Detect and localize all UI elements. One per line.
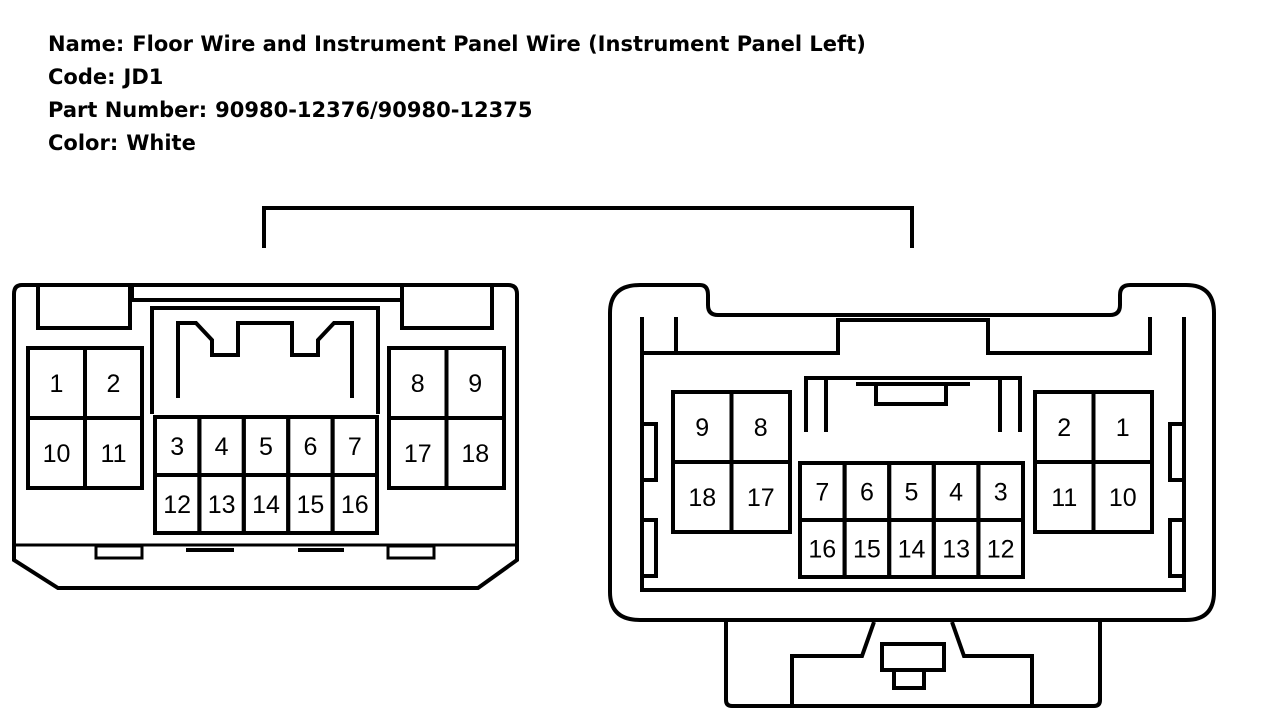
left-foot-2 xyxy=(386,544,436,560)
code-value: JD1 xyxy=(123,65,164,89)
connector-info: Name: Floor Wire and Instrument Panel Wir… xyxy=(48,28,866,160)
pin-number: 8 xyxy=(754,414,768,442)
pin-number: 8 xyxy=(411,370,425,398)
pin-number: 11 xyxy=(1051,484,1077,512)
pin-number: 15 xyxy=(853,536,881,564)
right-shroud-lock xyxy=(790,621,1034,706)
pin-number: 18 xyxy=(688,484,716,512)
pin-number: 17 xyxy=(747,484,775,512)
pin-number: 13 xyxy=(942,536,970,564)
pin-number: 16 xyxy=(341,491,369,519)
right-center-latch xyxy=(804,376,1022,432)
pin-number: 16 xyxy=(808,536,836,564)
part-number-row: Part Number: 90980-12376/90980-12375 xyxy=(48,94,866,127)
connector-left xyxy=(12,283,519,590)
pin-number: 12 xyxy=(163,491,191,519)
right-shroud-tab-inner xyxy=(892,668,926,690)
pin-number: 10 xyxy=(1109,484,1137,512)
pin-number: 2 xyxy=(1057,414,1071,442)
pin-number: 7 xyxy=(348,433,362,461)
left-center-latch xyxy=(150,306,380,414)
pin-number: 4 xyxy=(215,433,229,461)
left-housing-outline xyxy=(12,283,519,590)
pin-number: 14 xyxy=(898,536,926,564)
pin-number: 3 xyxy=(170,433,184,461)
right-side-notch-1 xyxy=(640,422,658,482)
right-lower-shroud xyxy=(724,622,1102,708)
name-row: Name: Floor Wire and Instrument Panel Wir… xyxy=(48,28,866,61)
pin-number: 12 xyxy=(987,536,1015,564)
right-housing-outline xyxy=(608,283,1216,622)
pin-cell xyxy=(444,416,506,490)
pin-number: 11 xyxy=(101,440,127,468)
pin-number: 6 xyxy=(303,433,317,461)
pin-number: 10 xyxy=(43,440,71,468)
pin-cell xyxy=(729,460,792,534)
connector-right xyxy=(608,283,1216,708)
color-row: Color: White xyxy=(48,127,866,160)
part-number-label: Part Number: xyxy=(48,98,208,122)
pin-number: 1 xyxy=(1116,414,1130,442)
right-side-notch-4 xyxy=(1168,518,1186,578)
pin-number: 3 xyxy=(994,479,1008,507)
pin-number: 6 xyxy=(860,479,874,507)
right-side-notch-2 xyxy=(640,518,658,578)
pin-number: 1 xyxy=(50,370,64,398)
pin-cell xyxy=(1091,460,1154,534)
pin-number: 4 xyxy=(949,479,963,507)
pin-number: 9 xyxy=(468,370,482,398)
code-row: Code: JD1 xyxy=(48,61,866,94)
left-lock-tab xyxy=(176,321,354,398)
pin-number: 9 xyxy=(695,414,709,442)
name-label: Name: xyxy=(48,32,125,56)
pin-number: 5 xyxy=(905,479,919,507)
pin-number: 14 xyxy=(252,491,280,519)
color-value: White xyxy=(126,131,196,155)
right-shroud-tab xyxy=(880,642,946,672)
mating-bracket xyxy=(262,206,914,248)
pin-number: 13 xyxy=(208,491,236,519)
pin-number: 5 xyxy=(259,433,273,461)
color-label: Color: xyxy=(48,131,119,155)
pin-number: 17 xyxy=(404,440,432,468)
part-number-value: 90980-12376/90980-12375 xyxy=(215,98,533,122)
right-side-notch-3 xyxy=(1168,422,1186,482)
code-label: Code: xyxy=(48,65,116,89)
pin-cell xyxy=(83,416,144,490)
right-latch-inner xyxy=(824,380,1002,432)
pin-cell xyxy=(330,473,380,535)
name-value: Floor Wire and Instrument Panel Wire (In… xyxy=(132,32,866,56)
left-foot-1 xyxy=(94,544,144,560)
left-inner-frame xyxy=(36,287,494,330)
right-lock-tab xyxy=(856,382,970,406)
pin-number: 2 xyxy=(107,370,121,398)
pin-number: 7 xyxy=(815,479,829,507)
pin-number: 18 xyxy=(461,440,489,468)
pin-cell xyxy=(976,518,1026,579)
pin-number: 15 xyxy=(296,491,324,519)
